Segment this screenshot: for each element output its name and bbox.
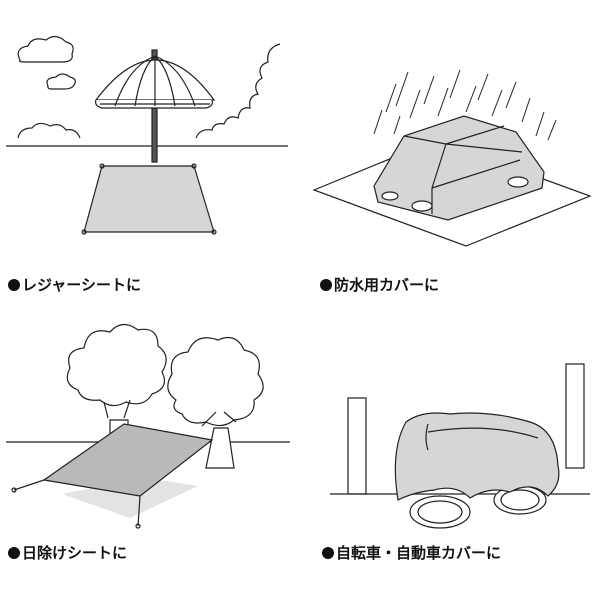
bullet-icon (322, 547, 334, 559)
caption-text: 防水用カバーに (334, 276, 440, 294)
caption-text: 自転車・自動車カバーに (336, 544, 502, 562)
bullet-icon (320, 279, 332, 291)
caption-waterproof-cover: 防水用カバーに (320, 274, 439, 295)
bullet-icon (8, 547, 20, 559)
vehicle-cover-illustration (330, 363, 590, 529)
caption-sunshade-sheet: 日除けシートに (8, 542, 127, 563)
caption-leisure-sheet: レジャーシートに (8, 274, 141, 295)
leisure-sheet-illustration (6, 35, 288, 235)
caption-text: レジャーシートに (22, 276, 141, 294)
bullet-icon (8, 279, 20, 291)
sunshade-sheet-illustration (6, 323, 290, 529)
panel-waterproof-cover: 防水用カバーに (300, 0, 600, 300)
caption-vehicle-cover: 自転車・自動車カバーに (322, 542, 501, 563)
panel-sunshade-sheet: 日除けシートに (0, 300, 300, 600)
caption-text: 日除けシートに (22, 544, 128, 562)
waterproof-cover-illustration (312, 69, 592, 247)
panel-vehicle-cover: 自転車・自動車カバーに (300, 300, 600, 600)
panel-leisure-sheet: レジャーシートに (0, 0, 300, 300)
